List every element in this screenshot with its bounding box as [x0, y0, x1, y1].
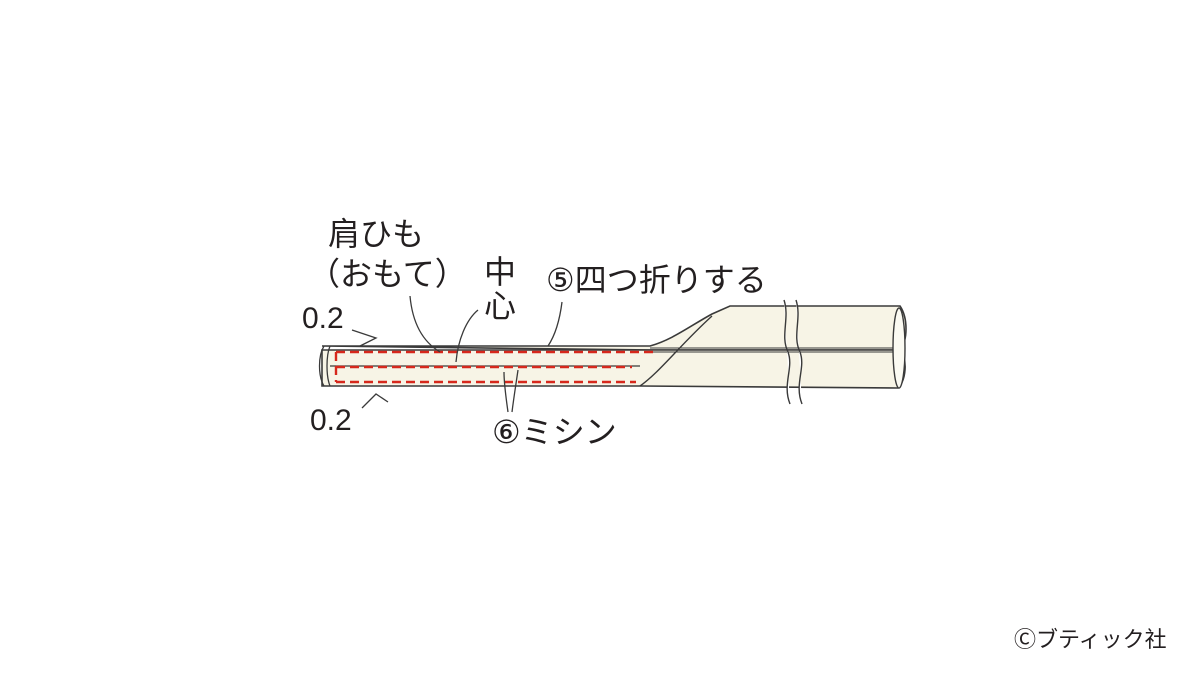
leader-lines [351, 295, 563, 413]
leader-dim-top [351, 329, 378, 347]
seam-allowance-bottom: 0.2 [310, 404, 352, 437]
center-label: 中 心 [483, 253, 516, 325]
break-mark [783, 299, 803, 405]
leader-stitch-b [511, 369, 519, 413]
seam-allowance-top: 0.2 [302, 302, 344, 335]
right-opening-seam [650, 347, 898, 353]
strap-right-opening [892, 307, 906, 389]
leader-strap [409, 295, 441, 353]
strap-upper-fold [321, 305, 907, 351]
leader-fold [547, 301, 563, 347]
leader-stitch-a [503, 371, 509, 413]
strap-left-end [318, 345, 331, 387]
stitch-step-label: ⑥ミシン [492, 413, 617, 451]
right-side-label: （おもて） [308, 255, 467, 293]
stitch-lines [334, 350, 656, 384]
fold-step-label: ⑤四つ折りする [546, 261, 767, 299]
strap-label: 肩ひも [328, 215, 425, 253]
leader-dim-bottom [361, 393, 389, 409]
copyright-credit: Ⓒブティック社 [1014, 628, 1167, 653]
leader-center [455, 309, 479, 363]
diagonal-fold-edge [639, 315, 713, 387]
